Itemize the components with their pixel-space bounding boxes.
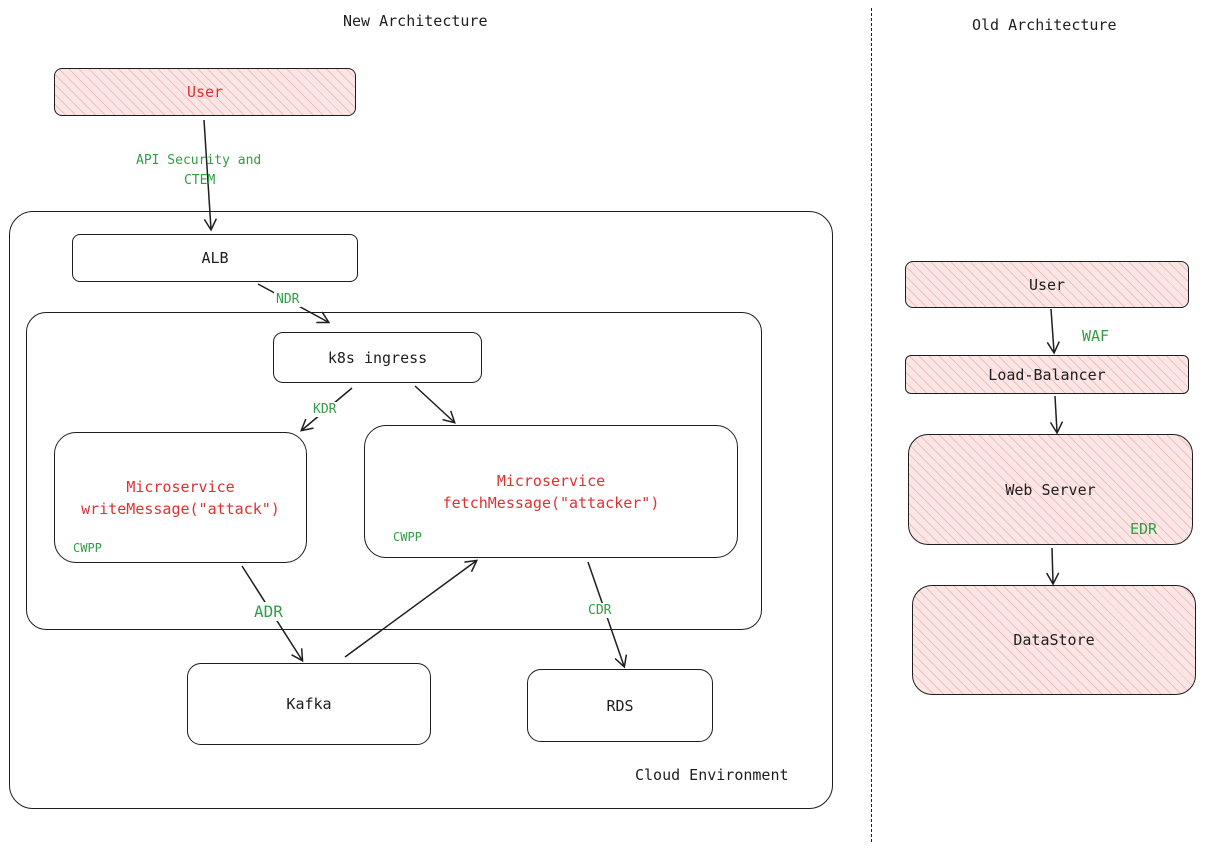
alb-node[interactable]: ALB	[72, 234, 358, 282]
microservice-write-node[interactable]: Microservice writeMessage("attack") CWPP	[54, 432, 307, 563]
edge-webserver-datastore	[1046, 547, 1060, 586]
old-user-label: User	[1028, 275, 1066, 294]
microservice-fetch-node[interactable]: Microservice fetchMessage("attacker") CW…	[364, 425, 738, 558]
web-server-edr-tag: EDR	[1130, 520, 1158, 538]
microservice-write-call: writeMessage("attack")	[81, 499, 280, 518]
old-architecture-heading: Old Architecture	[972, 16, 1117, 34]
edge-label-kdr: KDR	[311, 402, 339, 417]
edge-label-cdr: CDR	[586, 603, 614, 618]
old-user-node[interactable]: User	[905, 261, 1189, 308]
edge-label-adr: ADR	[252, 602, 285, 621]
new-user-node[interactable]: User	[54, 68, 356, 116]
edge-label-api-security: API Security and	[136, 153, 262, 168]
microservice-fetch-title: Microservice	[496, 471, 606, 490]
microservice-fetch-cwpp-tag: CWPP	[393, 530, 422, 544]
edge-lb-webserver	[1049, 395, 1064, 435]
edge-label-waf: WAF	[1082, 327, 1110, 345]
datastore-node[interactable]: DataStore	[912, 585, 1196, 695]
web-server-label: Web Server	[1005, 480, 1096, 499]
load-balancer-node[interactable]: Load-Balancer	[905, 355, 1189, 394]
kafka-node[interactable]: Kafka	[187, 663, 431, 745]
k8s-cluster-container	[26, 312, 762, 630]
load-balancer-label: Load-Balancer	[988, 365, 1106, 384]
kafka-label: Kafka	[286, 695, 332, 713]
microservice-fetch-call: fetchMessage("attacker")	[442, 493, 660, 512]
k8s-ingress-node[interactable]: k8s ingress	[273, 332, 482, 383]
rds-node[interactable]: RDS	[527, 669, 713, 742]
new-user-label: User	[186, 83, 224, 101]
new-architecture-heading: New Architecture	[343, 12, 488, 30]
architecture-divider	[871, 8, 872, 842]
microservice-write-title: Microservice	[126, 477, 235, 496]
microservice-write-cwpp-tag: CWPP	[73, 541, 102, 555]
cloud-environment-label: Cloud Environment	[635, 766, 789, 784]
alb-label: ALB	[201, 249, 229, 267]
edge-olduser-lb	[1046, 308, 1060, 355]
edge-label-ndr: NDR	[274, 292, 302, 307]
edge-k8s-fetch	[414, 385, 456, 424]
rds-label: RDS	[606, 696, 634, 715]
edge-kafka-fetch	[344, 559, 479, 658]
web-server-node[interactable]: Web Server EDR	[908, 434, 1193, 545]
edge-label-ctem: CTEM	[184, 173, 216, 188]
edge-user-alb	[203, 119, 218, 232]
cloud-environment-container	[9, 211, 833, 809]
datastore-label: DataStore	[1013, 631, 1095, 649]
k8s-ingress-label: k8s ingress	[327, 348, 428, 367]
